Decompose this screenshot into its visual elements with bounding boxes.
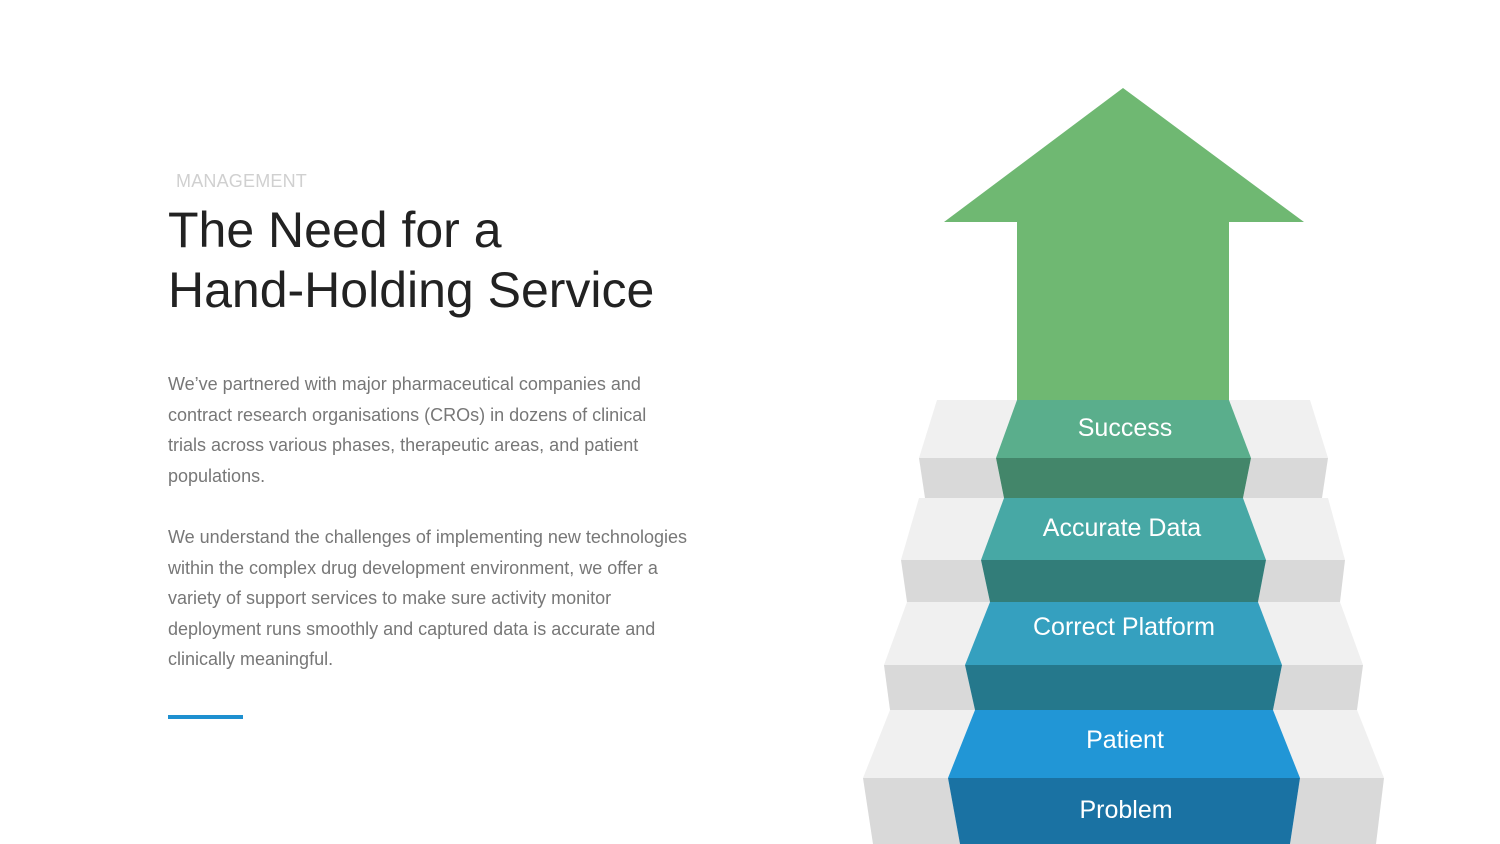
step-riser-right [1273, 665, 1363, 710]
section-label: MANAGEMENT [176, 171, 308, 191]
services-paragraph: We understand the challenges of implemen… [168, 527, 687, 669]
step-side-left [901, 498, 1004, 560]
step-riser-left [863, 778, 960, 844]
step-riser-left [884, 665, 975, 710]
step-side-left [884, 602, 990, 665]
step-side-right [1243, 498, 1345, 560]
step-label-patient: Patient [1086, 726, 1164, 754]
step-riser-right [1290, 778, 1384, 844]
intro-paragraph: We’ve partnered with major pharmaceutica… [168, 374, 647, 486]
step-correct-platform-riser [965, 665, 1282, 710]
step-riser-right [1243, 458, 1328, 498]
page-title: The Need for a Hand-Holding Service [168, 200, 654, 320]
step-riser-right [1258, 560, 1345, 602]
step-side-right [1258, 602, 1363, 665]
step-success [996, 400, 1251, 458]
step-side-left [919, 400, 1017, 458]
step-label-correct-platform: Correct Platform [1033, 613, 1215, 641]
step-success-riser [996, 458, 1251, 498]
step-accurate-data [981, 498, 1266, 560]
step-label-accurate-data: Accurate Data [1043, 514, 1202, 542]
step-problem [948, 778, 1300, 844]
step-riser-left [901, 560, 990, 602]
step-label-success: Success [1078, 414, 1172, 442]
step-correct-platform [965, 602, 1282, 665]
up-arrow-icon [944, 88, 1304, 401]
step-label-problem: Problem [1079, 796, 1172, 824]
step-side-right [1229, 400, 1328, 458]
step-patient [948, 710, 1300, 778]
step-side-left [863, 710, 975, 778]
accent-divider [168, 715, 243, 719]
title-line-1: The Need for a [168, 202, 502, 258]
step-riser-left [919, 458, 1004, 498]
step-side-right [1273, 710, 1384, 778]
step-accurate-data-riser [981, 560, 1266, 602]
title-line-2: Hand-Holding Service [168, 262, 655, 318]
